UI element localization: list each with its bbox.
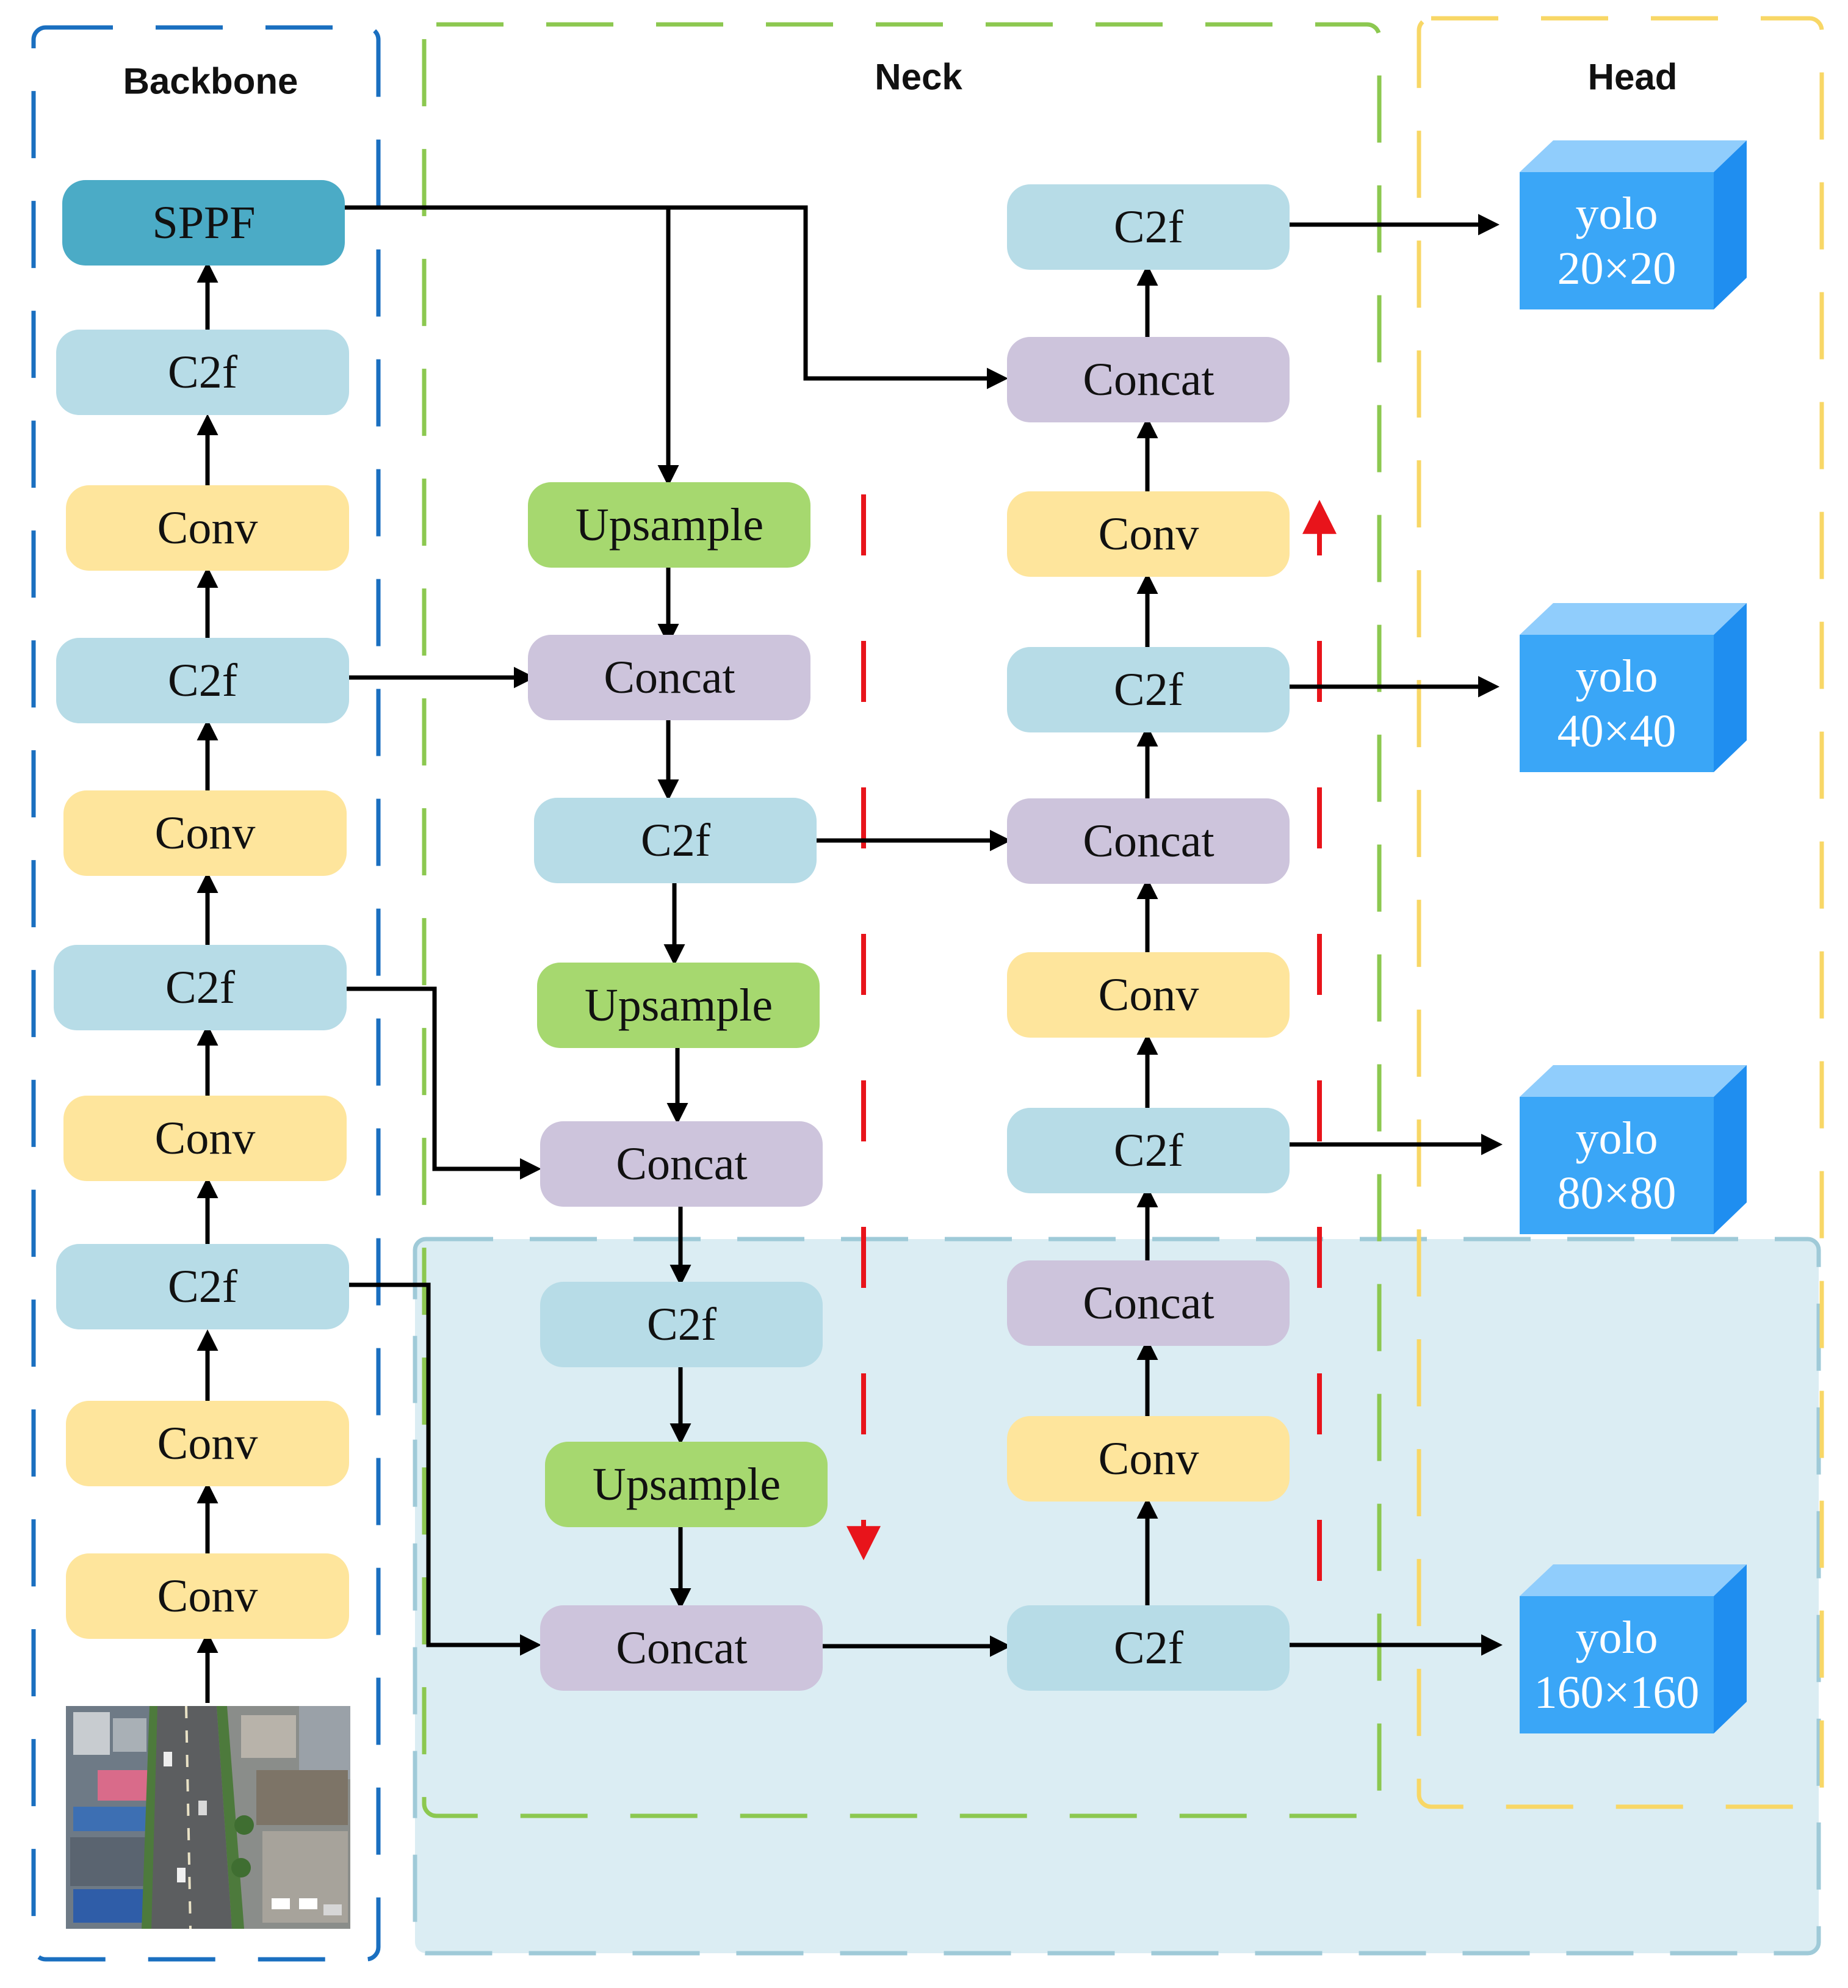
edge	[345, 205, 679, 486]
neck-c2f-block: C2f	[1007, 1605, 1290, 1691]
yolo-head-cube: yolo 80×80	[1520, 1065, 1747, 1234]
neck-concat-label: Concat	[616, 1138, 747, 1190]
neck-c2f-block: C2f	[540, 1282, 823, 1367]
sppf-label: SPPF	[152, 197, 255, 248]
yolo-head-cube: yolo 160×160	[1520, 1564, 1747, 1733]
neck-conv-block: Conv	[1007, 1416, 1290, 1502]
backbone-c2f-block: C2f	[56, 638, 349, 723]
neck-conv-label: Conv	[1099, 969, 1199, 1021]
neck-c2f-block: C2f	[1007, 184, 1290, 270]
yolo-scale-label: 40×40	[1557, 706, 1677, 757]
neck-c2f-block: C2f	[1007, 647, 1290, 732]
head-section-border	[1417, 16, 1824, 1809]
backbone-conv-block: Conv	[66, 485, 349, 571]
yolo-head-cube: yolo 20×20	[1520, 140, 1747, 309]
backbone-conv-block: Conv	[66, 1553, 349, 1639]
p2-highlight-region	[413, 1237, 1821, 1956]
neck-concat-block: Concat	[1007, 337, 1290, 422]
neck-c2f-label: C2f	[1114, 664, 1184, 715]
backbone-conv-label: Conv	[157, 502, 258, 554]
neck-upsample-label: Upsample	[593, 1459, 781, 1510]
neck-concat-block: Concat	[1007, 1260, 1290, 1346]
backbone-conv-block: Conv	[63, 1096, 347, 1181]
neck-conv-block: Conv	[1007, 952, 1290, 1038]
backbone-conv-block: Conv	[63, 790, 347, 876]
input-aerial-image	[66, 1705, 350, 1929]
neck-upsample-block: Upsample	[537, 963, 820, 1048]
edge	[348, 1282, 541, 1656]
yolo-scale-label: 160×160	[1534, 1667, 1700, 1718]
backbone-c2f-block: C2f	[56, 1244, 349, 1329]
neck-section-border	[422, 22, 1382, 1818]
neck-upsample-block: Upsample	[528, 482, 810, 568]
neck-upsample-label: Upsample	[585, 980, 773, 1031]
neck-concat-label: Concat	[1083, 815, 1214, 867]
backbone-conv-label: Conv	[157, 1571, 258, 1622]
backbone-conv-label: Conv	[157, 1418, 258, 1469]
edge	[668, 205, 1008, 389]
neck-concat-label: Concat	[604, 652, 735, 703]
neck-upsample-label: Upsample	[576, 499, 763, 551]
neck-conv-block: Conv	[1007, 491, 1290, 577]
backbone-conv-block: Conv	[66, 1401, 349, 1486]
neck-conv-label: Conv	[1099, 508, 1199, 560]
neck-concat-label: Concat	[1083, 1278, 1214, 1329]
neck-concat-block: Concat	[528, 635, 810, 720]
yolo-label: yolo	[1575, 188, 1658, 239]
neck-concat-block: Concat	[1007, 798, 1290, 884]
neck-title: Neck	[875, 57, 962, 98]
backbone-conv-label: Conv	[155, 808, 256, 859]
backbone-c2f-label: C2f	[168, 1261, 238, 1312]
neck-c2f-label: C2f	[1114, 1125, 1184, 1176]
backbone-c2f-label: C2f	[168, 347, 238, 398]
yolo-scale-label: 80×80	[1557, 1168, 1677, 1219]
neck-c2f-block: C2f	[534, 798, 817, 883]
neck-concat-block: Concat	[540, 1121, 823, 1207]
yolo-label: yolo	[1575, 1612, 1658, 1663]
neck-c2f-label: C2f	[1114, 201, 1184, 253]
neck-c2f-label: C2f	[641, 815, 711, 866]
backbone-conv-label: Conv	[155, 1113, 256, 1164]
head-title: Head	[1588, 57, 1678, 98]
backbone-c2f-block: C2f	[54, 945, 347, 1030]
neck-c2f-label: C2f	[647, 1299, 717, 1350]
neck-concat-block: Concat	[540, 1605, 823, 1691]
backbone-c2f-block: C2f	[56, 330, 349, 415]
neck-upsample-block: Upsample	[545, 1442, 828, 1527]
backbone-c2f-label: C2f	[168, 655, 238, 706]
sppf-block: SPPF	[62, 180, 345, 266]
neck-c2f-label: C2f	[1114, 1622, 1184, 1674]
yolo-head-cube: yolo 40×40	[1520, 603, 1747, 772]
backbone-section-border	[31, 25, 381, 1962]
neck-conv-label: Conv	[1099, 1433, 1199, 1484]
neck-concat-label: Concat	[616, 1622, 747, 1674]
yolo-scale-label: 20×20	[1557, 243, 1677, 294]
backbone-c2f-label: C2f	[165, 962, 236, 1013]
edge	[345, 986, 541, 1180]
backbone-title: Backbone	[123, 61, 298, 102]
yolo-label: yolo	[1575, 1113, 1658, 1164]
neck-c2f-block: C2f	[1007, 1108, 1290, 1193]
neck-concat-label: Concat	[1083, 354, 1214, 405]
yolo-label: yolo	[1575, 651, 1658, 702]
